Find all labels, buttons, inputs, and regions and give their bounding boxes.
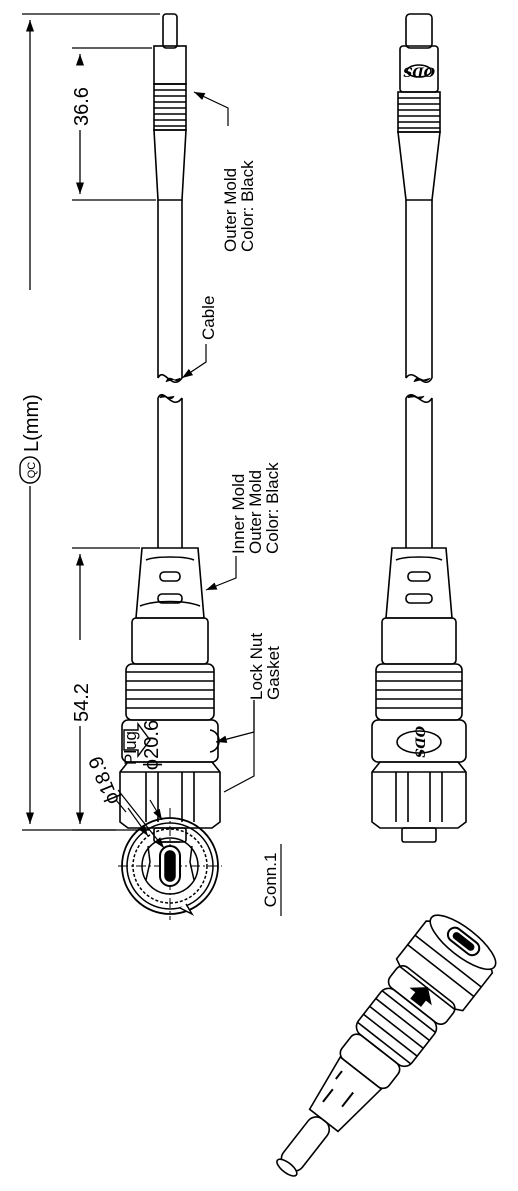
color-bottom-label: Color: Black [263,462,282,554]
svg-text:QC: QC [26,462,38,479]
outer-mold-top-label: Outer Mold [221,168,240,252]
top-pin [162,13,178,49]
coupling-ring [131,617,209,665]
inner-mold-label: Inner Mold [229,474,248,554]
inner-mold [135,547,205,619]
right-logo-oval [396,730,442,754]
side-view-left [119,13,221,843]
lock-nut [119,761,221,829]
right-outer-mold-taper [397,131,441,201]
right-top-pin [405,13,433,49]
isometric-view [276,914,497,1177]
diameter-20-6-label: ϕ20.6 [141,720,163,770]
top-length-label: 36.6 [71,87,93,126]
gasket-label: Gasket [264,646,283,700]
callout-leaders [181,91,255,793]
front-view [118,808,222,920]
lock-nut-label: Lock Nut [247,633,266,700]
section-label: Conn.1 [261,853,280,908]
top-outer-mold-taper [153,129,187,201]
diameter-18-9-label: ϕ18.9 [85,753,124,808]
dimension-lines [22,13,160,831]
outer-mold-bottom-label: Outer Mold [246,470,265,554]
side-view-right [371,13,467,843]
plug-label: Plug [121,731,140,765]
logo-top: ODS [403,64,435,79]
logo-bottom: ODS [412,726,427,758]
top-plug-body [153,45,187,85]
top-ribbed-band [153,83,187,131]
qc-symbol: QC [19,456,41,484]
front-view-leaders [115,789,165,849]
total-length-label: L(mm) [21,394,43,452]
color-top-label: Color: Black [238,160,257,252]
bottom-length-label: 54.2 [71,683,93,722]
cable-label: Cable [199,296,218,340]
